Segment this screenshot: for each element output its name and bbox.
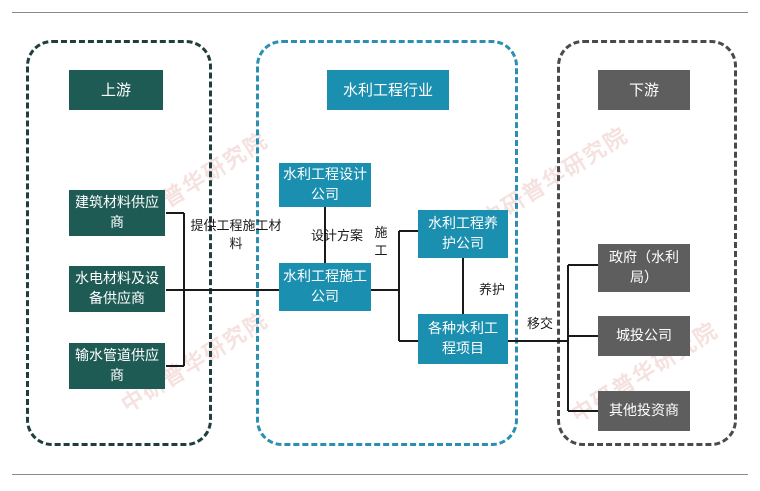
downstream-group [557, 40, 737, 446]
maintenance-company: 水利工程养护公司 [418, 210, 508, 258]
pipe-supplier: 输水管道供应商 [69, 343, 165, 389]
industry-header: 水利工程行业 [327, 70, 449, 110]
electric-materials-supplier: 水电材料及设备供应商 [69, 266, 165, 312]
upstream-header: 上游 [69, 70, 163, 110]
label-supply-materials: 提供工程施工材料 [190, 219, 282, 252]
industry-group [256, 40, 518, 446]
construction-company: 水利工程施工公司 [279, 263, 371, 311]
design-company: 水利工程设计公司 [279, 163, 371, 207]
label-construct: 施工 [374, 226, 388, 259]
downstream-header: 下游 [598, 70, 690, 110]
label-maintain: 养护 [478, 283, 505, 298]
water-projects: 各种水利工程项目 [418, 314, 508, 364]
top-rule [12, 12, 748, 13]
upstream-group [26, 40, 212, 446]
bottom-rule [12, 474, 748, 475]
label-design-plan: 设计方案 [310, 229, 363, 244]
city-investment-company: 城投公司 [598, 316, 690, 356]
other-investors: 其他投资商 [598, 391, 690, 431]
label-handover: 移交 [526, 317, 553, 332]
government-water-bureau: 政府（水利局） [598, 244, 690, 292]
building-materials-supplier: 建筑材料供应商 [69, 190, 165, 236]
